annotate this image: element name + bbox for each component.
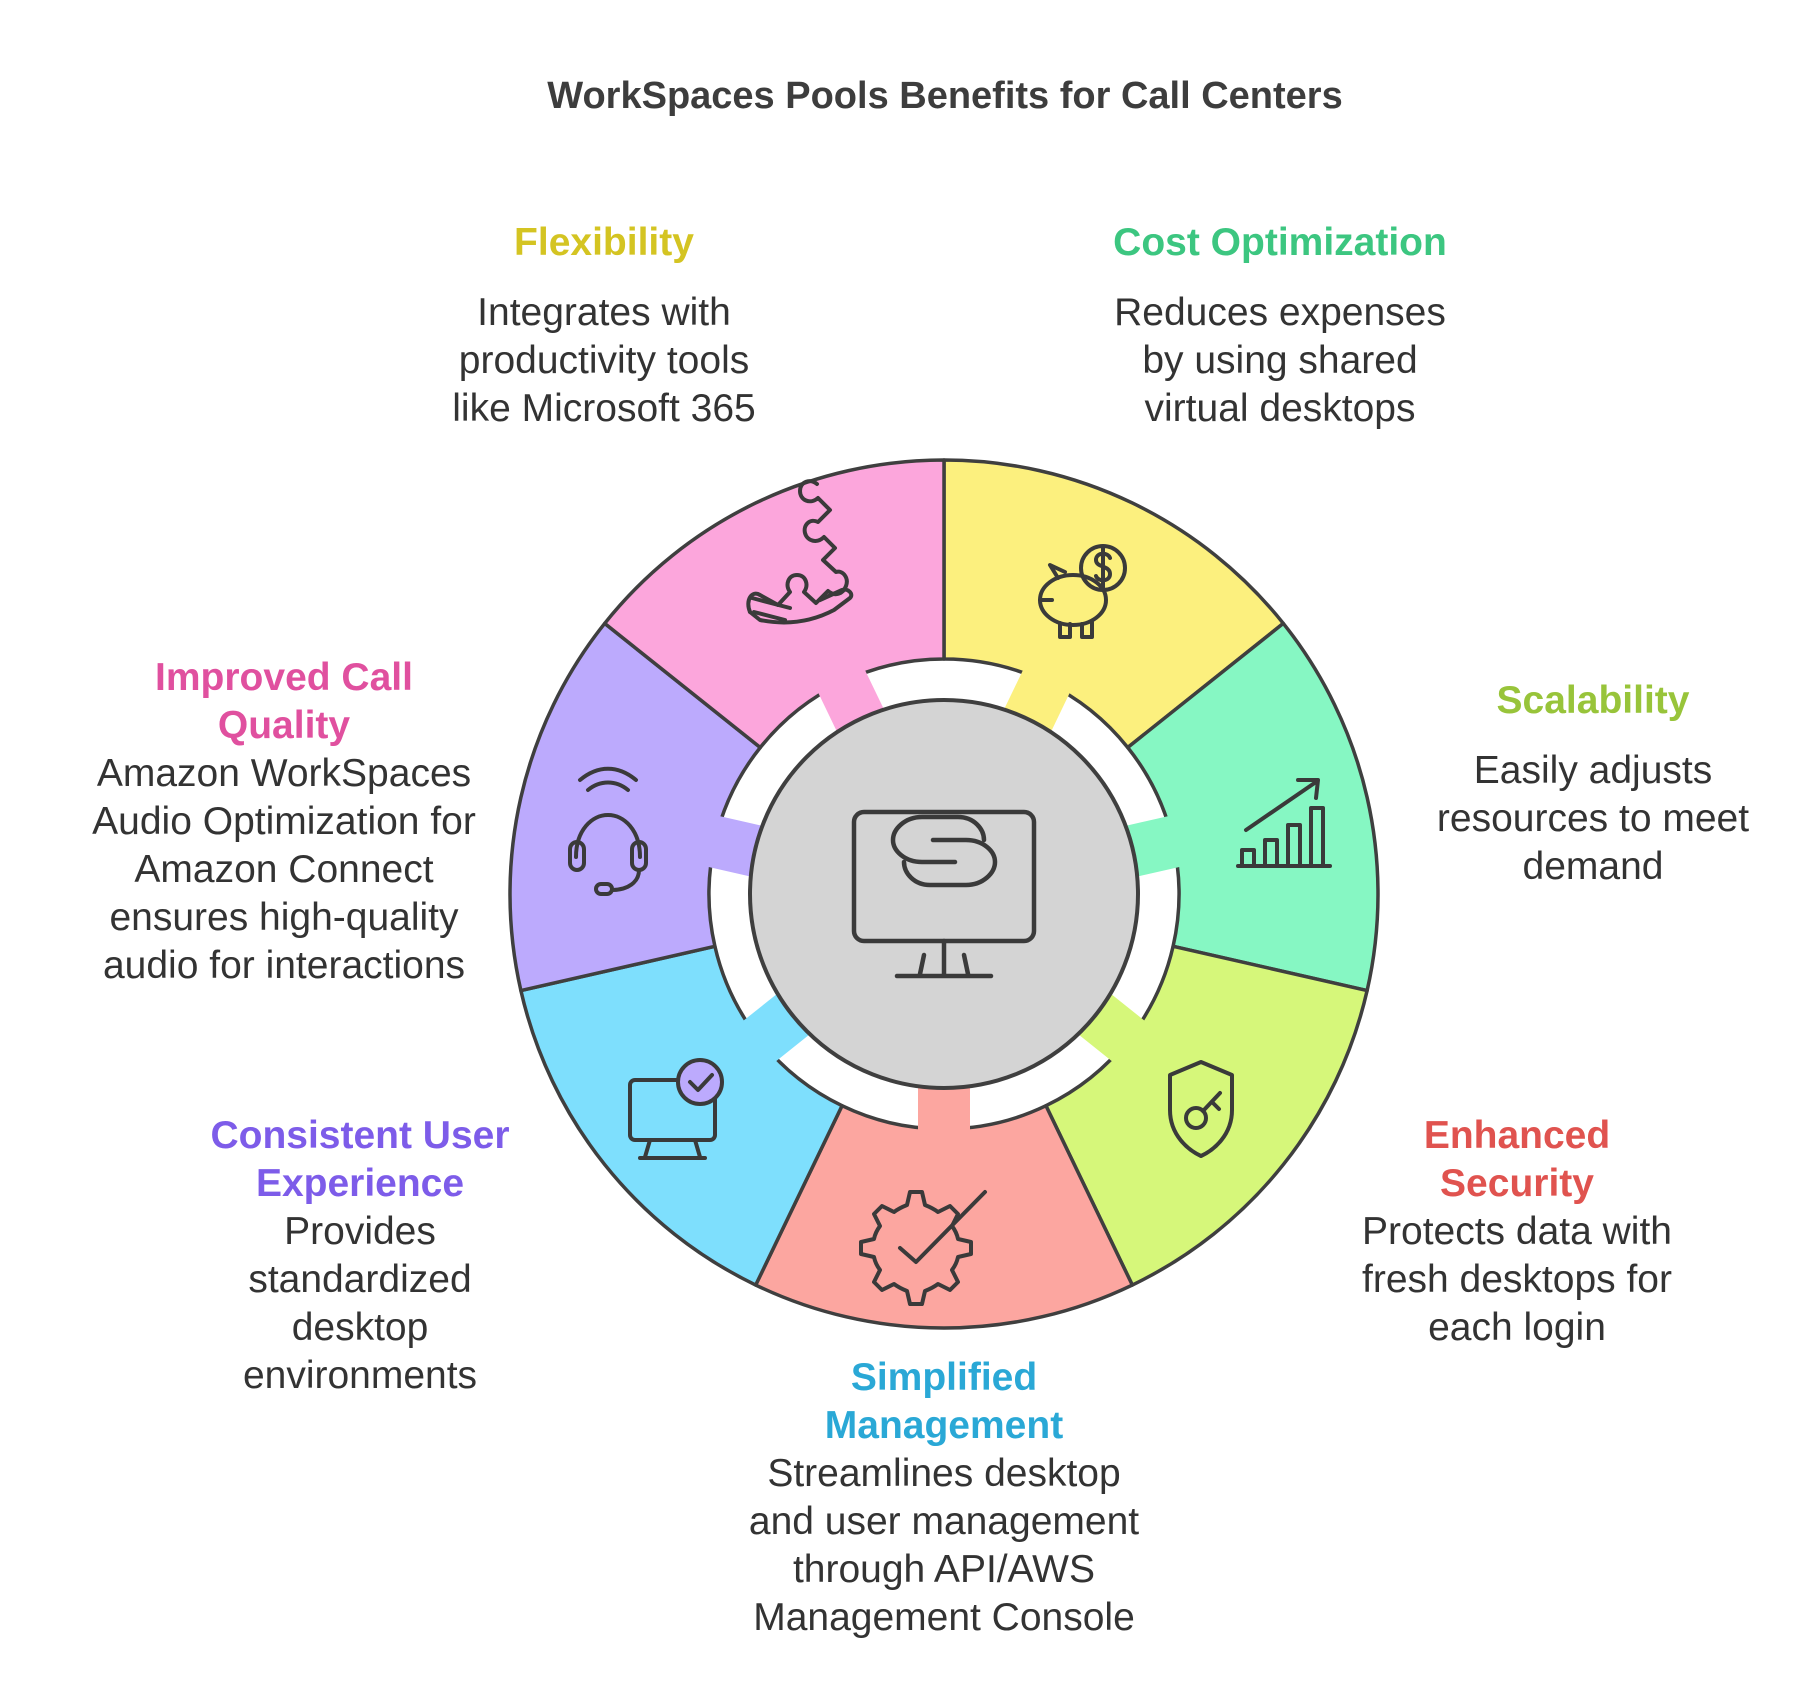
label-description: desktop <box>292 1306 429 1349</box>
label-description: environments <box>243 1354 477 1397</box>
label-description: like Microsoft 365 <box>452 387 755 430</box>
label-description: productivity tools <box>459 339 749 382</box>
monitor-check-icon <box>628 1058 724 1160</box>
label-description: Reduces expenses <box>1114 291 1446 334</box>
segment-simplified-management <box>519 944 844 1287</box>
growth-chart-icon <box>1236 778 1332 868</box>
label-title: Simplified <box>851 1356 1037 1399</box>
segment-icons <box>568 479 1332 1306</box>
piggy-bank-icon <box>1038 544 1127 639</box>
label-description: Protects data with <box>1362 1210 1672 1253</box>
segment-consistent-user-experience <box>508 621 763 993</box>
connector-enhanced-security <box>918 1082 970 1133</box>
label-description: Easily adjusts <box>1474 749 1712 792</box>
label-description: standardized <box>248 1258 471 1301</box>
label-title: Quality <box>218 704 351 747</box>
label-title: Improved Call <box>155 656 413 699</box>
label-description: and user management <box>749 1500 1139 1543</box>
center-hub <box>748 698 1140 1090</box>
label-description: Management Console <box>753 1596 1135 1639</box>
label-description: resources to meet <box>1437 797 1749 840</box>
label-description: Amazon WorkSpaces <box>97 752 471 795</box>
puzzle-hand-icon <box>746 479 854 625</box>
label-title: Cost Optimization <box>1113 221 1447 264</box>
connector-scalability <box>1074 991 1146 1062</box>
center-circle <box>748 698 1140 1090</box>
label-description: Streamlines desktop <box>767 1452 1120 1495</box>
segment-flexibility <box>942 458 1286 750</box>
diagram-title: WorkSpaces Pools Benefits for Call Cente… <box>547 75 1342 117</box>
label-description: Integrates with <box>477 291 731 334</box>
label-title: Security <box>1440 1162 1594 1205</box>
shield-key-icon <box>1168 1060 1234 1158</box>
label-description: fresh desktops for <box>1362 1258 1672 1301</box>
segment-cost-optimization <box>1125 621 1380 993</box>
label-title: Management <box>825 1404 1063 1447</box>
label-description: through API/AWS <box>793 1548 1095 1591</box>
label-title: Flexibility <box>514 221 694 264</box>
label-description: ensures high-quality <box>109 896 459 939</box>
label-title: Enhanced <box>1424 1114 1610 1157</box>
label-title: Scalability <box>1497 679 1690 722</box>
label-title: Consistent User <box>210 1114 509 1157</box>
label-description: Audio Optimization for <box>92 800 476 843</box>
workspaces-monitor-icon <box>851 809 1037 979</box>
label-description: audio for interactions <box>103 944 465 987</box>
label-description: Provides <box>284 1210 436 1253</box>
label-description: by using shared <box>1142 339 1417 382</box>
label-description: demand <box>1523 845 1664 888</box>
segment-enhanced-security <box>753 1103 1135 1330</box>
label-description: virtual desktops <box>1145 387 1416 430</box>
headset-icon <box>568 766 648 896</box>
label-description: each login <box>1428 1306 1606 1349</box>
label-description: Amazon Connect <box>134 848 433 891</box>
label-title: Experience <box>256 1162 464 1205</box>
connector-simplified-management <box>742 991 814 1062</box>
gear-check-icon <box>859 1190 987 1306</box>
